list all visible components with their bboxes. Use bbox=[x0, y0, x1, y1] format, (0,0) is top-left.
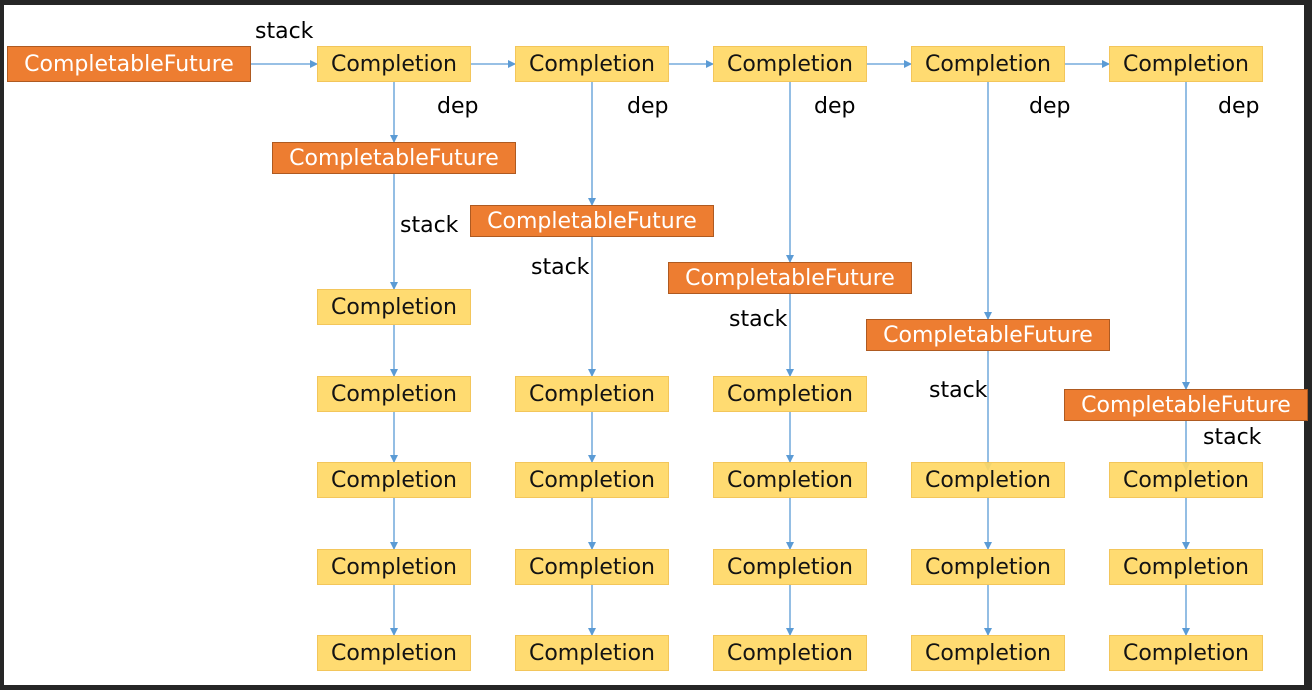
column-1-stack-label: stack bbox=[400, 213, 459, 238]
column-5-stack-completion-2: Completion bbox=[1109, 549, 1263, 585]
column-5-head-completion: Completion bbox=[1109, 46, 1263, 82]
column-3-stack-completion-1: Completion bbox=[713, 376, 867, 412]
column-3-stack-completion-2: Completion bbox=[713, 462, 867, 498]
column-3-completable-future: CompletableFuture bbox=[668, 262, 912, 294]
column-4-stack-label: stack bbox=[929, 378, 988, 403]
column-2-head-completion: Completion bbox=[515, 46, 669, 82]
root-completable-future: CompletableFuture bbox=[7, 46, 251, 82]
column-5-stack-completion-3: Completion bbox=[1109, 635, 1263, 671]
column-1-stack-completion-4: Completion bbox=[317, 549, 471, 585]
column-5-stack-label: stack bbox=[1203, 425, 1262, 450]
column-1-stack-completion-1: Completion bbox=[317, 289, 471, 325]
column-1-stack-completion-5: Completion bbox=[317, 635, 471, 671]
column-3-dep-label: dep bbox=[814, 94, 856, 119]
column-2-stack-completion-2: Completion bbox=[515, 462, 669, 498]
column-5-stack-completion-1: Completion bbox=[1109, 462, 1263, 498]
column-3-head-completion: Completion bbox=[713, 46, 867, 82]
column-3-stack-label: stack bbox=[729, 307, 788, 332]
column-1-dep-label: dep bbox=[437, 94, 479, 119]
column-4-stack-completion-1: Completion bbox=[911, 462, 1065, 498]
column-3-stack-completion-4: Completion bbox=[713, 635, 867, 671]
column-2-stack-completion-4: Completion bbox=[515, 635, 669, 671]
column-5-dep-label: dep bbox=[1218, 94, 1260, 119]
column-1-stack-completion-2: Completion bbox=[317, 376, 471, 412]
column-4-completable-future: CompletableFuture bbox=[866, 319, 1110, 351]
column-1-stack-completion-3: Completion bbox=[317, 462, 471, 498]
column-1-head-completion: Completion bbox=[317, 46, 471, 82]
column-5-completable-future: CompletableFuture bbox=[1064, 389, 1308, 421]
column-2-completable-future: CompletableFuture bbox=[470, 205, 714, 237]
column-4-head-completion: Completion bbox=[911, 46, 1065, 82]
column-2-dep-label: dep bbox=[627, 94, 669, 119]
column-2-stack-label: stack bbox=[531, 255, 590, 280]
column-3-stack-completion-3: Completion bbox=[713, 549, 867, 585]
column-4-stack-completion-3: Completion bbox=[911, 635, 1065, 671]
column-2-stack-completion-1: Completion bbox=[515, 376, 669, 412]
column-1-completable-future: CompletableFuture bbox=[272, 142, 516, 174]
column-4-stack-completion-2: Completion bbox=[911, 549, 1065, 585]
column-2-stack-completion-3: Completion bbox=[515, 549, 669, 585]
root-stack-label: stack bbox=[255, 19, 314, 44]
column-4-dep-label: dep bbox=[1029, 94, 1071, 119]
